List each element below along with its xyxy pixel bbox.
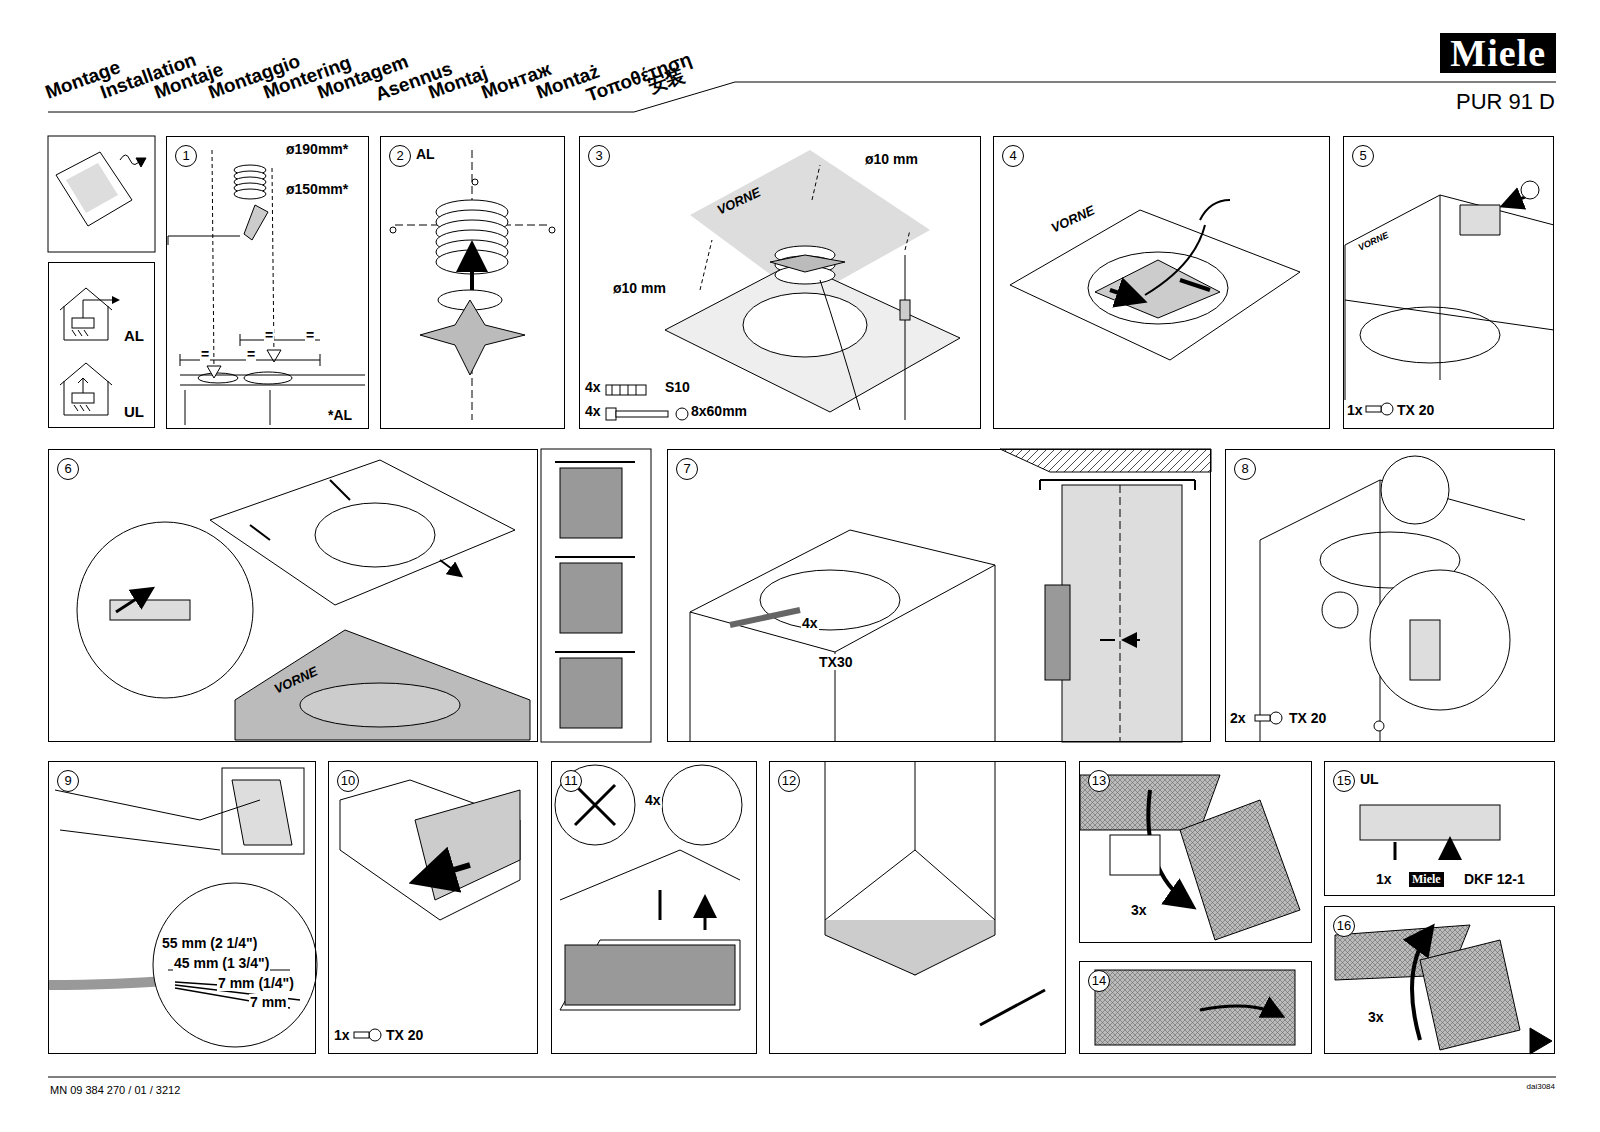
callout-label: 7 mm — [249, 994, 288, 1010]
step-number: 15 — [1333, 770, 1355, 792]
step-panel: 12 — [769, 761, 1066, 1054]
step-panel: 3VORNE ø10 mm ø10 mm 4x S10 4x 8x60mm — [579, 136, 981, 429]
step-panel: 2AL — [380, 136, 565, 429]
step-panel: 6VORNE — [48, 449, 538, 742]
front-marking: VORNE — [271, 663, 321, 697]
step-number: 1 — [175, 145, 197, 167]
brand-logo: Miele — [1409, 872, 1444, 887]
brand-logo: Miele — [1440, 33, 1556, 73]
step-panel: 10 1x TX 20 — [328, 761, 538, 1054]
step-panel: 13 3x — [1079, 761, 1312, 943]
callout-label: = — [246, 346, 256, 362]
callout-label: ø10 mm — [612, 280, 667, 296]
step-panel: 14 — [1079, 961, 1312, 1054]
step-number: 10 — [337, 770, 359, 792]
callout-label: 4x — [584, 403, 602, 419]
callout-label: ø10 mm — [864, 151, 919, 167]
step-panel: 16 3x — [1324, 906, 1555, 1054]
step-number: 14 — [1088, 970, 1110, 992]
callout-label: S10 — [664, 379, 691, 395]
step-panel: 9 55 mm (2 1/4") 45 mm (1 3/4") 7 mm (1/4")… — [48, 761, 316, 1054]
step-number: 7 — [676, 458, 698, 480]
callout-label: 3x — [1130, 902, 1148, 918]
document-code: MN 09 384 270 / 01 / 3212 — [49, 1084, 181, 1096]
front-marking: VORNE — [714, 184, 764, 218]
step-number: 16 — [1333, 915, 1355, 937]
callout-label: 1x — [333, 1027, 351, 1043]
callout-label: 8x60mm — [690, 403, 748, 419]
callout-label: = — [305, 327, 315, 343]
callout-label: 1x — [1375, 871, 1393, 887]
step-number: 5 — [1352, 145, 1374, 167]
callout-label: = — [264, 327, 274, 343]
step-number: 3 — [588, 145, 610, 167]
callout-label: 2x — [1229, 710, 1247, 726]
callout-label: 3x — [1367, 1009, 1385, 1025]
callout-label: ø150mm* — [285, 181, 349, 197]
step-number: 11 — [560, 770, 582, 792]
step-number: 8 — [1234, 458, 1256, 480]
step-number: 12 — [778, 770, 800, 792]
callout-label: TX 20 — [1396, 402, 1435, 418]
step-panel: 1 ø190mm* ø150mm* = = = = *AL — [166, 136, 369, 429]
callout-label: AL — [415, 146, 436, 162]
callout-label: 4x — [644, 792, 662, 808]
step-panel: 4VORNE — [993, 136, 1330, 429]
step-panel: AL UL — [48, 262, 155, 428]
model-title: PUR 91 D — [1455, 89, 1556, 115]
front-marking: VORNE — [1356, 230, 1391, 253]
step-panel: 5VORNE 1x TX 20 — [1343, 136, 1554, 429]
step-number: 13 — [1088, 770, 1110, 792]
callout-label: UL — [123, 403, 145, 420]
callout-label: 7 mm (1/4") — [217, 975, 295, 991]
callout-label: AL — [123, 327, 145, 344]
step-panel: 11 4x — [551, 761, 757, 1054]
callout-label: 1x — [1346, 402, 1364, 418]
callout-label: 4x — [801, 615, 819, 631]
step-number: 2 — [389, 145, 411, 167]
callout-label: DKF 12-1 — [1463, 871, 1526, 887]
callout-label: = — [200, 346, 210, 362]
callout-label: TX 20 — [385, 1027, 424, 1043]
step-panel: 15UL 1x Miele DKF 12-1 — [1324, 761, 1555, 896]
step-panel: 7TX30 4x — [667, 449, 1211, 742]
callout-label: TX30 — [818, 654, 853, 670]
front-marking: VORNE — [1048, 202, 1098, 236]
callout-label: ø190mm* — [285, 141, 349, 157]
callout-label: 45 mm (1 3/4") — [173, 955, 270, 971]
callout-label: *AL — [327, 407, 353, 423]
step-number: 6 — [57, 458, 79, 480]
step-panel: 8 2x TX 20 — [1225, 449, 1555, 742]
callout-label: 4x — [584, 379, 602, 395]
callout-label: UL — [1359, 771, 1380, 787]
callout-label: 55 mm (2 1/4") — [161, 935, 258, 951]
step-number: 4 — [1002, 145, 1024, 167]
document-code: dai3084 — [1526, 1082, 1556, 1091]
step-number: 9 — [57, 770, 79, 792]
callout-label: TX 20 — [1288, 710, 1327, 726]
